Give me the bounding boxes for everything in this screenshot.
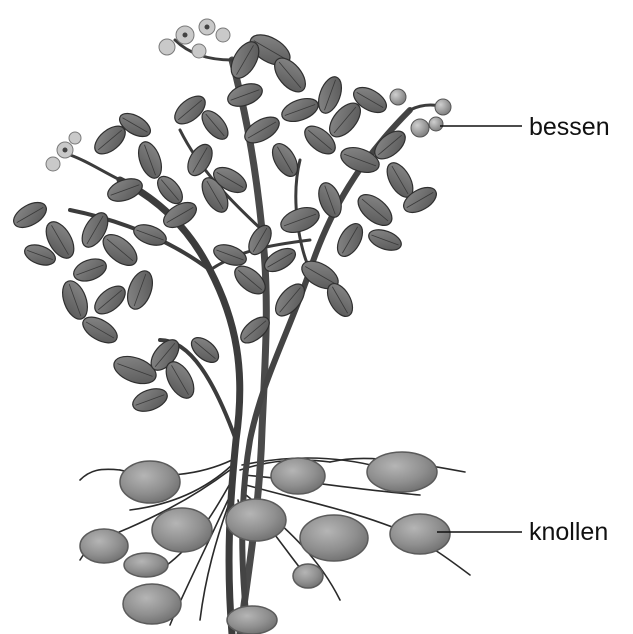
tuber bbox=[123, 584, 181, 624]
label-bessen: bessen bbox=[529, 115, 610, 140]
tuber bbox=[300, 515, 368, 561]
tuber bbox=[390, 514, 450, 554]
flower-cluster-top bbox=[159, 19, 230, 58]
tuber bbox=[80, 529, 128, 563]
tuber bbox=[226, 499, 286, 541]
tuber bbox=[227, 606, 277, 634]
tuber bbox=[367, 452, 437, 492]
flower-cluster-left bbox=[46, 132, 81, 171]
tubers bbox=[80, 452, 450, 634]
berry bbox=[429, 117, 443, 131]
berries bbox=[390, 89, 451, 137]
tuber bbox=[120, 461, 180, 503]
label-knollen: knollen bbox=[529, 520, 608, 545]
leaves bbox=[9, 29, 440, 416]
tuber bbox=[271, 458, 325, 494]
berry bbox=[411, 119, 429, 137]
berry bbox=[390, 89, 406, 105]
tuber bbox=[152, 508, 212, 552]
berry bbox=[435, 99, 451, 115]
tuber bbox=[293, 564, 323, 588]
tuber bbox=[124, 553, 168, 577]
